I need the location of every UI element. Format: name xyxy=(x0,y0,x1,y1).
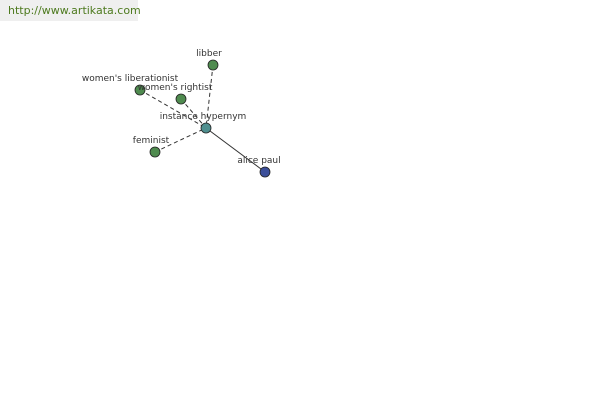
node-label-libber: libber xyxy=(196,49,222,59)
node-label-womens-rightist: women's rightist xyxy=(138,83,213,93)
node-label-alice-paul: alice paul xyxy=(237,156,280,166)
node-alice-paul[interactable] xyxy=(259,166,271,178)
node-label-instance-hypernym: instance hypernym xyxy=(160,112,247,122)
edge-libber-to-instance-hypernym xyxy=(205,64,214,129)
node-label-womens-liberationist: women's liberationist xyxy=(82,74,179,84)
nodes-layer xyxy=(134,59,271,178)
node-label-feminist: feminist xyxy=(133,136,170,146)
site-url-link[interactable]: http://www.artikata.com xyxy=(8,4,141,17)
edge-instance-hypernym-to-alice-paul xyxy=(205,127,266,173)
node-instance-hypernym[interactable] xyxy=(200,122,212,134)
node-womens-rightist[interactable] xyxy=(175,93,187,105)
node-libber[interactable] xyxy=(207,59,219,71)
edges-layer xyxy=(139,64,266,173)
edge-feminist-to-instance-hypernym xyxy=(154,127,207,153)
url-banner: http://www.artikata.com xyxy=(0,0,141,21)
edge-womens-rightist-to-instance-hypernym xyxy=(180,98,207,129)
edge-womens-liberationist-to-instance-hypernym xyxy=(139,89,207,129)
node-feminist[interactable] xyxy=(149,146,161,158)
node-womens-liberationist[interactable] xyxy=(134,84,146,96)
